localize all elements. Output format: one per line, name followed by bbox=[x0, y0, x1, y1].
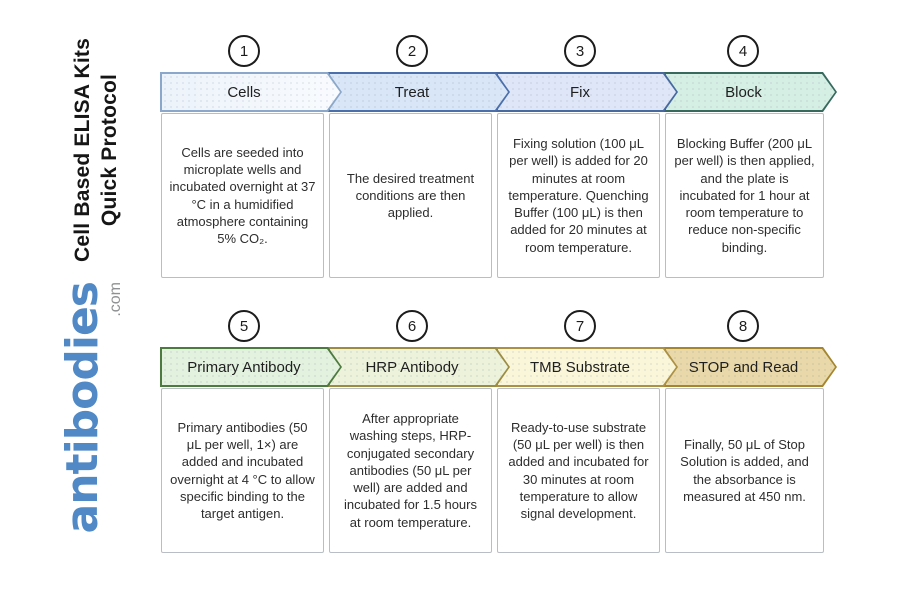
step-column-6: 6 HRP Antibody After appropriate washing… bbox=[328, 310, 496, 594]
step-column-8: 8 STOP and Read Finally, 50 μL of Stop S… bbox=[664, 310, 832, 594]
step-column-7: 7 TMB Substrate Ready-to-use substrate (… bbox=[496, 310, 664, 594]
step-label: HRP Antibody bbox=[365, 358, 459, 376]
step-arrow-header: STOP and Read bbox=[664, 347, 837, 387]
arrow-shape-fill bbox=[498, 74, 676, 110]
step-number: 5 bbox=[239, 317, 249, 335]
step-arrow-header: TMB Substrate bbox=[496, 347, 678, 387]
step-number-badge: 1 bbox=[228, 35, 260, 67]
page-title-line2: Quick Protocol bbox=[98, 73, 121, 227]
step-number: 6 bbox=[407, 317, 417, 335]
step-number-badge: 3 bbox=[564, 35, 596, 67]
step-number-badge: 7 bbox=[564, 310, 596, 342]
step-label: TMB Substrate bbox=[529, 358, 631, 376]
step-arrow-header: Block bbox=[664, 72, 837, 112]
step-column-1: 1 Cells Cells are seeded into microplate… bbox=[160, 35, 328, 322]
step-label: STOP and Read bbox=[688, 358, 799, 376]
step-number-badge: 2 bbox=[396, 35, 428, 67]
step-arrow-header: Primary Antibody bbox=[160, 347, 342, 387]
step-label: Fix bbox=[570, 83, 590, 101]
arrow-shape-fill bbox=[330, 349, 508, 385]
step-description: Finally, 50 μL of Stop Solution is added… bbox=[665, 388, 824, 553]
step-number: 3 bbox=[575, 42, 585, 60]
step-arrow-header: Fix bbox=[496, 72, 678, 112]
brand-logo: antibodies .com bbox=[57, 282, 130, 562]
page-title: Cell Based ELISA Kits Quick Protocol bbox=[69, 10, 123, 290]
step-column-2: 2 Treat The desired treatment conditions… bbox=[328, 35, 496, 322]
step-label: Treat bbox=[394, 83, 430, 101]
step-description: Fixing solution (100 μL per well) is add… bbox=[497, 113, 660, 278]
step-description: Primary antibodies (50 μL per well, 1×) … bbox=[161, 388, 324, 553]
step-arrow-header: HRP Antibody bbox=[328, 347, 510, 387]
step-label: Cells bbox=[227, 83, 261, 101]
step-description: Blocking Buffer (200 μL per well) is the… bbox=[665, 113, 824, 278]
arrow-shape-fill bbox=[666, 74, 835, 110]
step-number-badge: 4 bbox=[727, 35, 759, 67]
step-description: The desired treatment conditions are the… bbox=[329, 113, 492, 278]
step-number: 2 bbox=[407, 42, 417, 60]
step-column-4: 4 Block Blocking Buffer (200 μL per well… bbox=[664, 35, 832, 322]
arrow-shape-fill bbox=[330, 74, 508, 110]
step-label: Block bbox=[725, 83, 762, 101]
step-number: 7 bbox=[575, 317, 585, 335]
step-number-badge: 8 bbox=[727, 310, 759, 342]
step-number: 8 bbox=[738, 317, 748, 335]
step-description: Ready-to-use substrate (50 μL per well) … bbox=[497, 388, 660, 553]
step-arrow-header: Treat bbox=[328, 72, 510, 112]
step-description: Cells are seeded into microplate wells a… bbox=[161, 113, 324, 278]
arrow-shape-fill bbox=[162, 349, 340, 385]
arrow-shape-fill bbox=[666, 349, 835, 385]
brand-logo-name: antibodies bbox=[57, 282, 108, 534]
step-label: Primary Antibody bbox=[187, 358, 301, 376]
arrow-shape-fill bbox=[498, 349, 676, 385]
step-number-badge: 6 bbox=[396, 310, 428, 342]
step-number: 1 bbox=[239, 42, 249, 60]
step-column-5: 5 Primary Antibody Primary antibodies (5… bbox=[160, 310, 328, 594]
step-number: 4 bbox=[738, 42, 748, 60]
step-description: After appropriate washing steps, HRP-con… bbox=[329, 388, 492, 553]
arrow-shape-fill bbox=[162, 74, 340, 110]
step-arrow-header: Cells bbox=[160, 72, 342, 112]
step-column-3: 3 Fix Fixing solution (100 μL per well) … bbox=[496, 35, 664, 322]
brand-logo-tld: .com bbox=[107, 282, 124, 317]
page-title-line1: Cell Based ELISA Kits bbox=[71, 38, 94, 262]
step-number-badge: 5 bbox=[228, 310, 260, 342]
